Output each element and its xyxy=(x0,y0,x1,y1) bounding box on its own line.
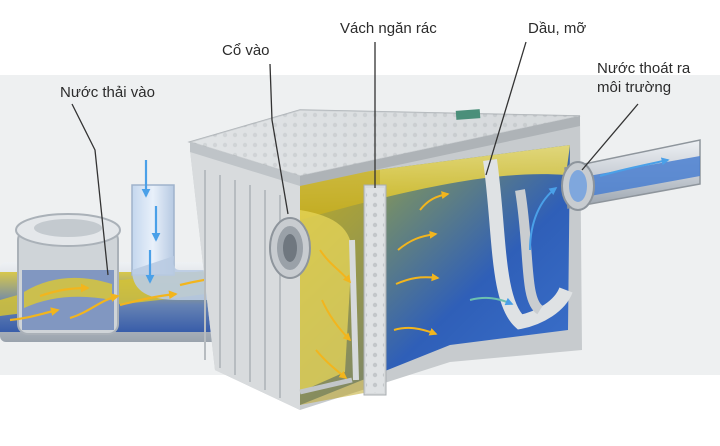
leader-oil-grease xyxy=(485,41,527,176)
leader-wastewater-in xyxy=(71,103,109,276)
leader-lines xyxy=(71,41,639,276)
label-outflow-line1: Nước thoát ra xyxy=(597,60,691,77)
tank-flow-arrows xyxy=(315,187,558,379)
tank-lid xyxy=(187,109,581,186)
label-wastewater-in: Nước thải vào xyxy=(60,84,155,101)
baffle-inlet-chamber xyxy=(299,210,359,395)
label-outflow: Nước thoát ra môi trường xyxy=(597,59,690,97)
leader-inlet-neck xyxy=(269,63,289,215)
leader-outflow xyxy=(581,103,639,171)
label-oil-grease: Dầu, mỡ xyxy=(528,20,587,37)
outlet-baffle xyxy=(483,159,573,330)
label-debris-screen: Vách ngăn rác xyxy=(340,20,437,37)
debris-screen xyxy=(363,184,387,396)
inlet-pipe-flow-arrows xyxy=(9,272,234,322)
label-outflow-line2: môi trường xyxy=(597,79,672,96)
label-inlet-neck: Cổ vào xyxy=(222,42,270,59)
inlet-collar xyxy=(269,217,311,279)
outlet-pipe xyxy=(561,139,701,211)
